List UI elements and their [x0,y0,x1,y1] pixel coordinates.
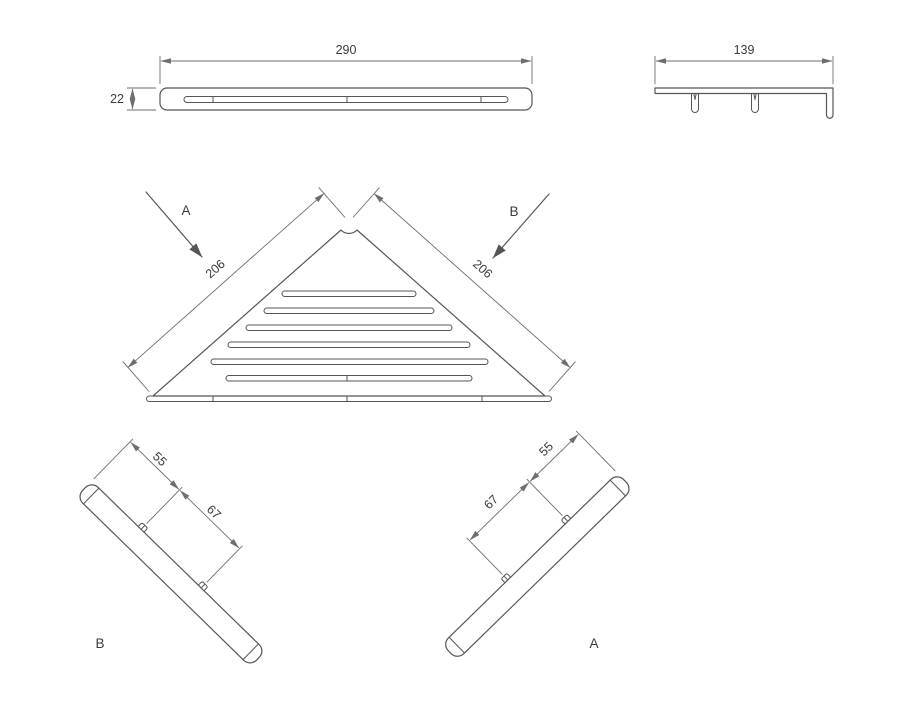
plan-left-edge-dim-label: 206 [203,257,228,281]
vent-slot [225,375,473,382]
view-a-rail [445,476,630,657]
plan-left-dim-line [127,193,325,368]
side-hook-left [691,93,699,113]
vent-slot [263,307,435,314]
view-a-label: A [589,636,598,651]
front-drain-slot [183,96,509,103]
view-b-dim-line-2 [179,490,240,549]
vent-slot [281,290,417,297]
front-thickness-extension-lines [127,87,156,111]
view-a-endcaps [448,479,627,654]
view-a-dim-line-2 [469,482,530,541]
section-label-b: B [509,204,518,219]
plan-right-edge-dim-label: 206 [470,257,495,281]
section-label-a: A [181,203,190,218]
view-b-dim-label-2: 67 [204,502,224,522]
plan-view: 206 206 A B [122,187,576,402]
view-b-hooks [137,522,208,592]
front-thickness-dim-label: 22 [110,92,124,106]
front-view: 290 22 [110,43,533,111]
view-a-dim-label-1: 55 [536,439,556,459]
vent-slot [210,358,489,365]
plan-right-extension-lines [352,187,576,392]
section-arrow-b [492,193,550,259]
view-b-extension-lines [93,438,243,583]
plan-outline [152,229,546,397]
plan-right-dim-line [373,193,571,368]
side-outline [654,87,834,119]
plan-rail-ticks [212,395,483,402]
view-a-dim-label-2: 67 [481,492,501,512]
view-a: 55 67 A [445,430,630,657]
view-a-extension-lines [466,430,616,575]
vent-slot [227,341,471,348]
plan-front-rail [146,395,552,402]
view-b-dim-line-1 [130,442,180,490]
view-b-label: B [95,636,104,651]
section-arrow-a [145,191,203,258]
front-width-extension-lines [159,56,533,84]
view-b-endcaps [82,487,259,661]
plan-left-extension-lines [122,187,346,392]
vent-slot [245,324,453,331]
front-outline [159,87,533,111]
side-view: 139 [654,43,834,119]
plan-vent-slots [210,290,489,382]
side-depth-dim-label: 139 [734,43,755,57]
view-b-rail [79,484,263,664]
view-a-dim-line-1 [529,434,579,482]
front-width-dim-label: 290 [336,43,357,57]
view-a-hooks [501,514,572,584]
front-slot-ticks [212,96,482,103]
view-b: 55 67 B [79,438,263,664]
side-hook-right [751,93,759,113]
view-b-dim-label-1: 55 [150,449,170,469]
side-depth-extension-lines [654,56,834,84]
